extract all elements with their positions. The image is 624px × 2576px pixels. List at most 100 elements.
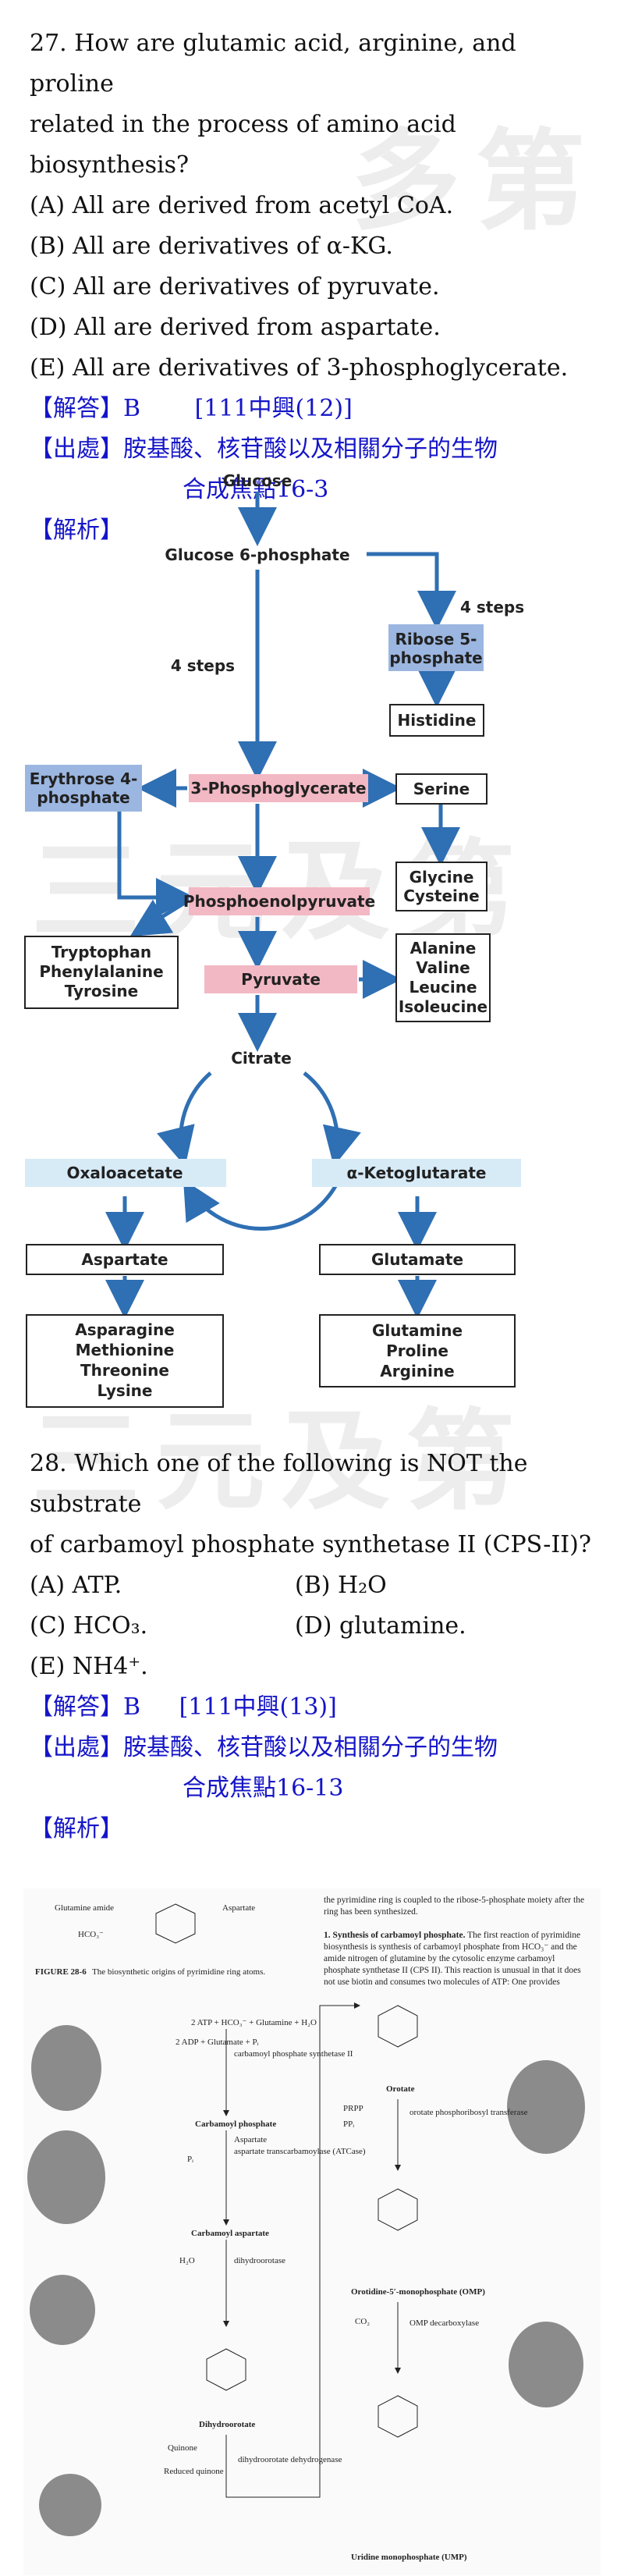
enzyme-dhodh: dihydroorotate dehydrogenase	[238, 2455, 342, 2464]
node-aspartate: Aspartate	[81, 1250, 168, 1269]
node-oxaloacetate: Oxaloacetate	[66, 1164, 183, 1182]
figure-caption-number: FIGURE 28-6	[35, 1967, 87, 1977]
answer-value: B	[123, 1693, 141, 1721]
label-ppi: PPᵢ	[343, 2119, 354, 2129]
source-tag: 【出處】	[30, 1734, 123, 1761]
enzyme-cps2: carbamoyl phosphate synthetase II	[234, 2049, 353, 2059]
node-histidine: Histidine	[398, 711, 477, 730]
node-alpha-ketoglutarate: α-Ketoglutarate	[346, 1164, 486, 1182]
label-carbamoyl-phosphate: Carbamoyl phosphate	[195, 2119, 276, 2129]
source-text: 胺基酸、核苷酸以及相關分子的生物	[123, 1734, 498, 1761]
label-dihydroorotate: Dihydroorotate	[199, 2420, 255, 2429]
node-tyrosine: Tyrosine	[65, 982, 138, 1000]
option-b: (B) H₂O	[295, 1572, 387, 1599]
label-aspartate-2: Aspartate	[234, 2135, 267, 2144]
node-arginine: Arginine	[380, 1362, 454, 1380]
label-pi: Pᵢ	[187, 2155, 193, 2164]
label-4-steps: 4 steps	[171, 656, 235, 675]
node-ribose-5-phosphate: Ribose 5-	[395, 630, 477, 648]
node-glutamine: Glutamine	[372, 1321, 463, 1340]
source-line: 【出處】胺基酸、核苷酸以及相關分子的生物	[30, 1728, 599, 1768]
label-glutamine-amide: Glutamine amide	[55, 1903, 114, 1913]
node-phosphoenolpyruvate: Phosphoenolpyruvate	[183, 892, 375, 911]
option-d: (D) glutamine.	[295, 1612, 466, 1640]
question-27: 27. How are glutamic acid, arginine, and…	[30, 23, 599, 551]
reaction-substrates: 2 ATP + HCO₃⁻ + Glutamine + H₂O	[191, 2018, 317, 2027]
node-citrate: Citrate	[231, 1049, 292, 1068]
question-stem: related in the process of amino acid bio…	[30, 111, 456, 179]
enzyme-atcase: aspartate transcarbamoylase (ATCase)	[234, 2147, 366, 2156]
source-tag: 【出處】	[30, 435, 123, 463]
node-leucine: Leucine	[409, 978, 477, 997]
node-pyruvate: Pyruvate	[241, 970, 321, 989]
figure-caption: The biosynthetic origins of pyrimidine r…	[92, 1967, 265, 1977]
label-aspartate: Aspartate	[222, 1903, 255, 1913]
pyrimidine-pathway-svg: Glutamine amide Aspartate HCO₃⁻ FIGURE 2…	[27, 1903, 585, 2562]
option-b: (B) All are derivatives of α-KG.	[30, 233, 393, 260]
question-stem: 28. Which one of the following is NOT th…	[30, 1450, 528, 1518]
explain-tag: 【解析】	[30, 517, 123, 544]
enzyme-oprt: orotate phosphoribosyl transferase	[410, 2108, 528, 2117]
option-c: (C) HCO₃.	[30, 1612, 148, 1640]
option-a: (A) All are derived from acetyl CoA.	[30, 192, 454, 219]
node-proline: Proline	[386, 1341, 448, 1360]
label-reduced-quinone: Reduced quinone	[164, 2467, 224, 2476]
node-glutamate: Glutamate	[371, 1250, 463, 1269]
answer-line: 【解答】B [111中興(12)]	[30, 389, 599, 429]
answer-line: 【解答】B [111中興(13)]	[30, 1687, 599, 1728]
source-text: 胺基酸、核苷酸以及相關分子的生物	[123, 435, 498, 463]
node-glucose: Glucose	[223, 472, 292, 490]
answer-source: [111中興(13)]	[179, 1693, 337, 1721]
reaction-products: 2 ADP + Glutamate + Pᵢ	[176, 2038, 259, 2047]
option-d: (D) All are derived from aspartate.	[30, 314, 441, 341]
node-cysteine: Cysteine	[403, 886, 479, 905]
amino-acid-biosynthesis-diagram: Glucose Glucose 6-phosphate 4 steps 4 st…	[24, 472, 524, 1408]
label-co2: CO₂	[355, 2317, 370, 2326]
answer-tag: 【解答】	[30, 1693, 123, 1721]
question-28: 28. Which one of the following is NOT th…	[30, 1444, 599, 1849]
node-isoleucine: Isoleucine	[399, 997, 488, 1016]
option-c: (C) All are derivatives of pyruvate.	[30, 273, 440, 300]
node-asparagine: Asparagine	[75, 1320, 175, 1339]
option-a: (A) ATP.	[30, 1572, 122, 1599]
option-e: (E) All are derivatives of 3-phosphoglyc…	[30, 354, 569, 382]
text-step-body: The first reaction of pyrimidine biosynt…	[324, 1931, 581, 1987]
label-omp: Orotidine-5′-monophosphate (OMP)	[351, 2287, 485, 2297]
answer-source: [111中興(12)]	[194, 395, 353, 422]
source-line-2: 合成焦點16-13	[183, 1775, 344, 1802]
node-methionine: Methionine	[76, 1341, 175, 1359]
answer-tag: 【解答】	[30, 395, 123, 422]
option-row: (A) ATP. (B) H₂O	[30, 1565, 599, 1606]
node-threonine: Threonine	[80, 1361, 169, 1380]
node-3-phosphoglycerate: 3-Phosphoglycerate	[190, 779, 366, 798]
question-stem: 27. How are glutamic acid, arginine, and…	[30, 30, 516, 98]
enzyme-dihydroorotase: dihydroorotase	[234, 2256, 285, 2265]
option-e: (E) NH4⁺.	[30, 1653, 148, 1680]
answer-value: B	[123, 395, 141, 422]
node-glycine: Glycine	[410, 868, 474, 886]
node-erythrose-4-phosphate: phosphate	[37, 788, 129, 807]
label-ump: Uridine monophosphate (UMP)	[351, 2553, 467, 2562]
label-hco3: HCO₃⁻	[78, 1930, 104, 1939]
label-quinone: Quinone	[168, 2443, 197, 2453]
textbook-excerpt: the pyrimidine ring is coupled to the ri…	[324, 1895, 593, 1988]
node-valine: Valine	[416, 958, 470, 977]
enzyme-omp-decarboxylase: OMP decarboxylase	[410, 2318, 479, 2328]
node-alanine: Alanine	[410, 939, 477, 958]
node-glucose-6-phosphate: Glucose 6-phosphate	[165, 545, 349, 564]
pyrimidine-biosynthesis-figure: the pyrimidine ring is coupled to the ri…	[23, 1888, 601, 2575]
node-serine: Serine	[413, 780, 470, 798]
node-tryptophan: Tryptophan	[51, 943, 151, 961]
explain-tag: 【解析】	[30, 1815, 123, 1842]
node-ribose-5-phosphate: phosphate	[389, 648, 482, 667]
question-stem: of carbamoyl phosphate synthetase II (CP…	[30, 1531, 591, 1558]
option-row: (C) HCO₃. (D) glutamine.	[30, 1606, 599, 1647]
source-line: 【出處】胺基酸、核苷酸以及相關分子的生物	[30, 429, 599, 470]
text-intro: the pyrimidine ring is coupled to the ri…	[324, 1896, 585, 1917]
label-prpp: PRPP	[343, 2104, 363, 2113]
node-phenylalanine: Phenylalanine	[39, 962, 163, 981]
node-erythrose-4-phosphate: Erythrose 4-	[30, 769, 138, 788]
text-step-title: 1. Synthesis of carbamoyl phosphate.	[324, 1931, 466, 1940]
label-carbamoyl-aspartate: Carbamoyl aspartate	[191, 2229, 269, 2238]
label-h2o: H₂O	[179, 2256, 195, 2265]
